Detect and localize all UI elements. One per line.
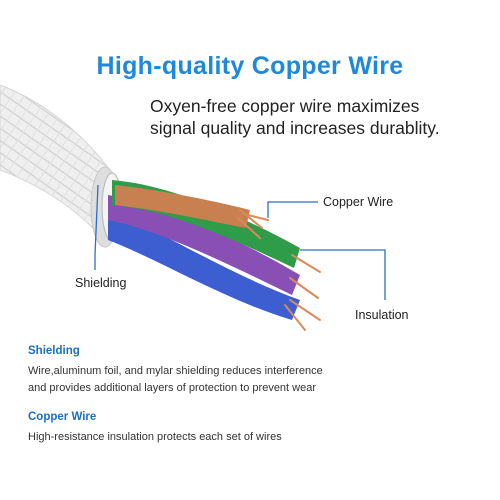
insulation-leader xyxy=(300,249,386,300)
callout-copper-wire: Copper Wire xyxy=(323,195,394,209)
subtitle-line-1: Oxyen-free copper wire maximizes xyxy=(150,96,420,116)
copper-strands xyxy=(237,209,321,331)
copper-wire-leader xyxy=(267,201,318,218)
inner-wires xyxy=(108,180,300,320)
section-body-line: High-resistance insulation protects each… xyxy=(28,431,282,443)
shielding-leader xyxy=(94,184,99,270)
subtitle: Oxyen-free copper wire maximizes signal … xyxy=(150,95,490,139)
section-body-copper-wire: High-resistance insulation protects each… xyxy=(28,429,488,446)
section-body-shielding: Wire,aluminum foil, and mylar shielding … xyxy=(28,363,488,397)
page-title: High-quality Copper Wire xyxy=(96,52,404,80)
callout-insulation: Insulation xyxy=(355,308,409,322)
section-heading-shielding: Shielding xyxy=(28,345,80,357)
section-body-line: Wire,aluminum foil, and mylar shielding … xyxy=(28,365,323,377)
section-heading-copper-wire: Copper Wire xyxy=(28,411,97,423)
leader-lines xyxy=(94,184,386,300)
callout-shielding: Shielding xyxy=(75,276,127,290)
subtitle-line-2: signal quality and increases durablity. xyxy=(150,118,440,138)
braided-jacket xyxy=(0,84,120,248)
section-body-line: and provides additional layers of protec… xyxy=(28,382,317,394)
